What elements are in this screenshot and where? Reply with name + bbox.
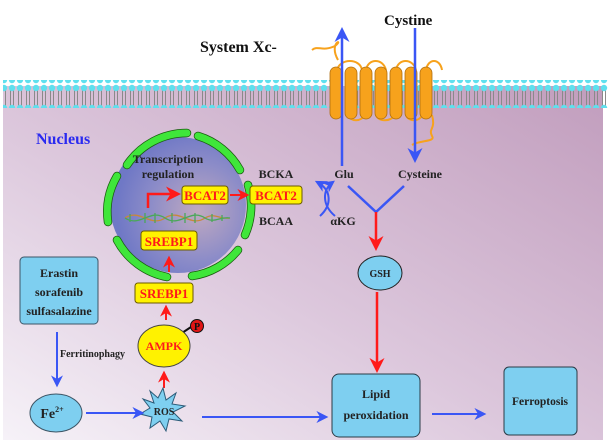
nucleus-label: Nucleus [36, 131, 90, 148]
svg-text:sorafenib: sorafenib [35, 285, 83, 299]
ampk-node: AMPK [137, 324, 195, 368]
svg-text:Erastin: Erastin [40, 266, 78, 280]
bcat2-nuclear-box: BCAT2 [181, 185, 229, 205]
svg-text:peroxidation: peroxidation [343, 408, 408, 422]
cell-membrane [3, 80, 608, 108]
svg-text:Fe2+: Fe2+ [40, 405, 64, 422]
dna-helix-icon [124, 213, 231, 223]
fe2-node: Fe2+ [29, 393, 83, 433]
cytoplasm-background [3, 86, 603, 440]
cystine-label: Cystine [384, 13, 433, 29]
svg-text:sulfasalazine: sulfasalazine [26, 304, 92, 318]
glu-label: Glu [334, 167, 354, 181]
lipid-peroxidation-box: Lipid peroxidation [331, 373, 421, 438]
system-xc-label: System Xc- [200, 39, 277, 56]
ros-node: ROS [138, 386, 187, 433]
akg-to-glu-arrow [321, 180, 336, 217]
svg-text:SREBP1: SREBP1 [145, 234, 193, 249]
bcaa-label: BCAA [259, 214, 293, 228]
bcat2-cytoplasmic-box: BCAT2 [249, 185, 303, 205]
svg-text:P: P [194, 322, 200, 333]
inducers-box: Erastin sorafenib sulfasalazine [19, 256, 99, 325]
bcaa-to-bcka-arrow [314, 180, 330, 217]
svg-text:BCAT2: BCAT2 [184, 188, 226, 203]
svg-text:Lipid: Lipid [362, 387, 390, 401]
svg-text:Ferroptosis: Ferroptosis [512, 396, 569, 408]
svg-text:ROS: ROS [154, 407, 175, 418]
akg-label: αKG [330, 214, 355, 228]
transcription-label-line1: Transcription [133, 152, 204, 166]
ferritinophagy-label: Ferritinophagy [60, 349, 125, 360]
transcription-arrow [146, 186, 181, 208]
ferroptosis-box: Ferroptosis [503, 366, 578, 436]
svg-text:AMPK: AMPK [146, 339, 183, 353]
phosphate-badge: P [190, 319, 204, 333]
svg-text:BCAT2: BCAT2 [255, 188, 297, 203]
srebp1-cytoplasmic-box: SREBP1 [134, 282, 194, 304]
bcka-label: BCKA [259, 167, 294, 181]
transcription-label-line2: regulation [142, 167, 195, 181]
svg-text:GSH: GSH [369, 269, 390, 280]
cysteine-label: Cysteine [398, 167, 443, 181]
srebp1-nuclear-box: SREBP1 [140, 230, 198, 251]
gsh-node: GSH [357, 255, 403, 291]
svg-text:SREBP1: SREBP1 [140, 286, 188, 301]
system-xc-transporter [311, 41, 443, 146]
